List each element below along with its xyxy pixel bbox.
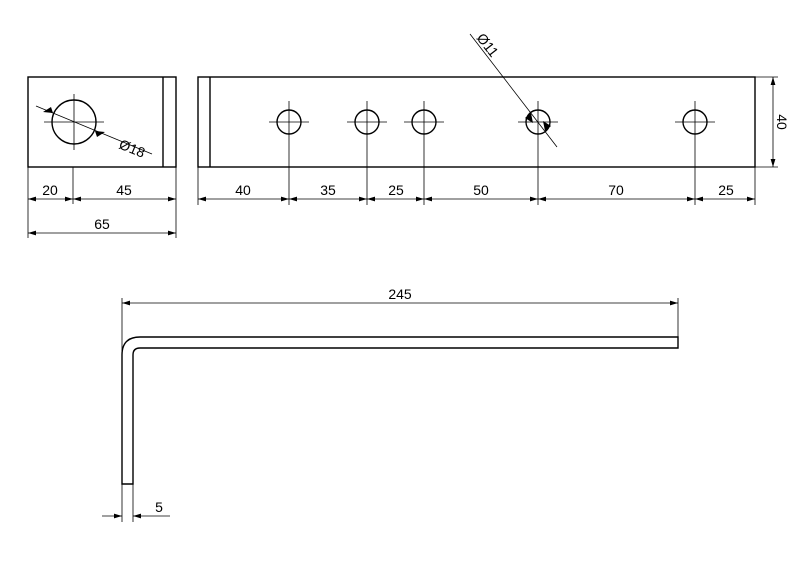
top-view-diameter-arrow-1 bbox=[525, 113, 533, 123]
top-view-hole-2 bbox=[347, 101, 387, 143]
top-view-diameter-leader bbox=[469, 33, 558, 148]
top-view-hole-1 bbox=[269, 101, 309, 143]
bent-view: 245 5 bbox=[102, 286, 679, 522]
top-view-diameter-arrow-2 bbox=[543, 121, 551, 131]
top-view: Ø11 40 35 25 50 70 25 40 bbox=[197, 30, 790, 205]
top-view-dim-50: 50 bbox=[473, 182, 489, 198]
top-view-hole-3 bbox=[404, 101, 444, 143]
side-view-diameter-label: Ø18 bbox=[117, 136, 148, 161]
side-view-outline bbox=[27, 76, 177, 168]
side-view-dim-20: 20 bbox=[42, 182, 58, 198]
side-view-dim-65: 65 bbox=[94, 216, 110, 232]
side-view-dim-45: 45 bbox=[116, 182, 132, 198]
side-view-diameter-leader bbox=[35, 105, 153, 155]
side-view-diameter-arrow-2 bbox=[95, 131, 105, 137]
top-view-hole-5 bbox=[675, 101, 715, 143]
bent-view-profile bbox=[121, 336, 679, 485]
side-view: Ø18 20 45 65 bbox=[27, 76, 177, 238]
top-view-dim-40: 40 bbox=[235, 182, 251, 198]
top-view-dim-70: 70 bbox=[608, 182, 624, 198]
bent-view-length-dim: 245 bbox=[388, 286, 412, 302]
top-view-dim-35: 35 bbox=[320, 182, 336, 198]
bent-view-thickness-dim: 5 bbox=[155, 499, 163, 515]
top-view-height-dim: 40 bbox=[774, 114, 790, 130]
top-view-outline bbox=[197, 76, 756, 168]
top-view-dim-25a: 25 bbox=[388, 182, 404, 198]
side-view-diameter-arrow-1 bbox=[43, 107, 53, 113]
top-view-diameter-label: Ø11 bbox=[474, 30, 502, 60]
top-view-dim-25b: 25 bbox=[718, 182, 734, 198]
